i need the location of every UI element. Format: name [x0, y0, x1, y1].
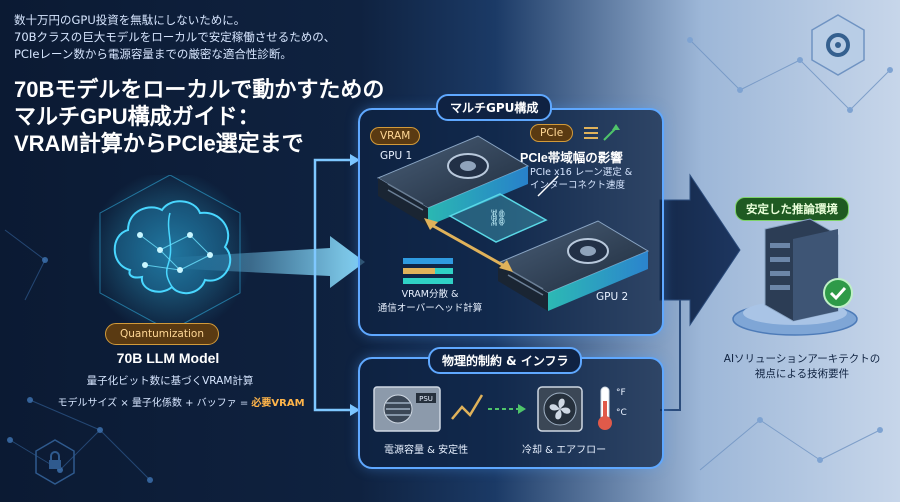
network-nodes-right — [687, 37, 893, 463]
infra-tag: 物理的制約 & インフラ — [428, 347, 583, 374]
quantization-badge: Quantumization — [105, 323, 219, 345]
intro-line: 数十万円のGPU投資を無駄にしないために。 — [14, 13, 246, 27]
gear-hexagon-icon — [811, 14, 865, 76]
psu-text: PSU — [419, 395, 433, 403]
stable-env-badge: 安定した推論環境 — [735, 197, 849, 221]
intro-line: PCIeレーン数から電源容量までの厳密な適合性診断。 — [14, 47, 292, 61]
network-nodes-left — [7, 257, 153, 483]
branch-line-top — [313, 158, 350, 262]
vram-distribution-icon — [403, 258, 453, 284]
power-graph-icon — [451, 394, 484, 420]
gpu2-label: GPU 2 — [596, 291, 629, 303]
formula-prefix: モデルサイズ × 量子化係数 + バッファ = — [57, 398, 252, 409]
branch-line-bottom — [313, 262, 350, 412]
architect-text: AIソリューションアーキテクトの 視点による技術要件 — [712, 352, 892, 382]
title-line: 70Bモデルをローカルで動かすための — [14, 77, 385, 102]
pcie-bandwidth-icon — [584, 127, 598, 139]
intro-text: 数十万円のGPU投資を無駄にしないために。 70Bクラスの巨大モデルをローカルで… — [14, 12, 394, 63]
gpu1-label: GPU 1 — [380, 150, 413, 162]
cooling-fan-icon — [537, 386, 583, 432]
title-line: マルチGPU構成ガイド： — [14, 104, 260, 129]
model-name: 70B LLM Model — [116, 350, 220, 366]
vram-calc-label: VRAM分散 & 通信オーバーヘッド計算 — [370, 288, 490, 316]
server-icon — [732, 218, 858, 336]
pcie-sub-line: PCIe x16 レーン選定 & — [530, 167, 633, 178]
thermometer-icon: °F °C — [598, 386, 627, 430]
gpu1-card — [376, 135, 530, 226]
gpu2-card — [496, 220, 650, 311]
cooling-label: 冷却 & エアフロー — [522, 445, 607, 456]
check-icon — [823, 278, 853, 308]
infra-illustration: PSU °F °C — [373, 386, 627, 432]
vram-formula: モデルサイズ × 量子化係数 + バッファ = 必要VRAM — [36, 394, 326, 409]
output-arrow — [659, 173, 741, 327]
multi-gpu-panel — [358, 108, 664, 336]
multi-gpu-tag: マルチGPU構成 — [436, 94, 553, 121]
vram-calc-line: 通信オーバーヘッド計算 — [377, 303, 483, 314]
page-title: 70Bモデルをローカルで動かすための マルチGPU構成ガイド： VRAM計算から… — [14, 76, 434, 157]
model-subtitle: 量子化ビット数に基づくVRAM計算 — [86, 375, 254, 387]
celsius-label: °C — [616, 408, 627, 418]
network-lines-right — [689, 39, 891, 471]
psu-icon: PSU — [373, 386, 441, 432]
pcie-sub-line: インターコネクト速度 — [530, 180, 626, 191]
title-line: VRAM計算からPCIe選定まで — [14, 131, 304, 156]
pcie-badge: PCIe — [530, 124, 574, 142]
link-icon: ⛓ — [488, 208, 508, 227]
fahrenheit-label: °F — [616, 388, 626, 398]
architect-line: 視点による技術要件 — [754, 368, 850, 380]
intro-line: 70Bクラスの巨大モデルをローカルで安定稼働させるための、 — [14, 30, 336, 44]
data-flow-arrow — [427, 221, 509, 270]
formula-result: 必要VRAM — [251, 398, 305, 409]
gpu-illustration: ⛓ — [376, 124, 650, 311]
lock-hexagon-icon — [35, 439, 75, 485]
pcie-subtitle: PCIe x16 レーン選定 & インターコネクト速度 — [530, 166, 650, 192]
brain-network-icon — [88, 175, 252, 335]
power-label: 電源容量 & 安定性 — [384, 445, 469, 456]
vram-badge: VRAM — [370, 127, 421, 145]
pcie-title: PCIe帯域幅の影響 — [520, 151, 623, 165]
architect-line: AIソリューションアーキテクトの — [723, 353, 881, 365]
interconnect-bridge — [448, 193, 548, 243]
vram-calc-line: VRAM分散 & — [401, 289, 459, 300]
